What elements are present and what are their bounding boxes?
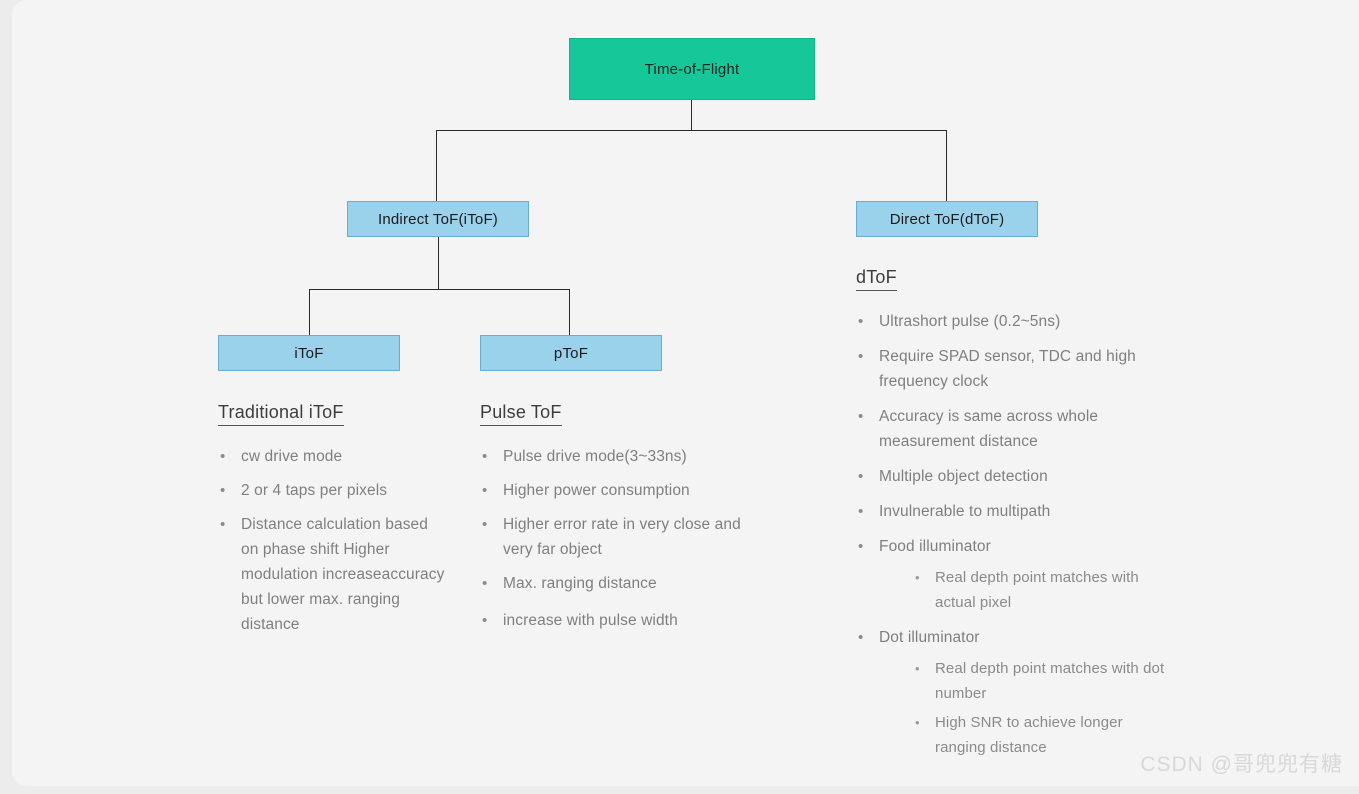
list-item-continuation: increase with pulse width	[480, 608, 755, 633]
list-item-dot-illuminator: Dot illuminator Real depth point matches…	[856, 625, 1166, 760]
edge-drop-to-itof	[309, 289, 310, 335]
edge-drop-to-direct-tof	[946, 130, 947, 201]
content-panel: Time-of-Flight Indirect ToF(iToF) Direct…	[12, 0, 1359, 786]
column-dtof: dToF Ultrashort pulse (0.2~5ns) Require …	[856, 267, 1166, 770]
list-item: Max. ranging distance	[480, 571, 755, 596]
column-title-pulse-tof: Pulse ToF	[480, 402, 562, 426]
list-item: cw drive mode	[218, 444, 448, 469]
node-time-of-flight[interactable]: Time-of-Flight	[569, 38, 815, 100]
edge-drop-to-ptof	[569, 289, 570, 335]
list-item-text: Higher error rate in very close and very…	[503, 516, 741, 558]
column-pulse-tof: Pulse ToF Pulse drive mode(3~33ns) Highe…	[480, 402, 755, 642]
edge-root-down	[691, 100, 692, 131]
list-item: Distance calculation based on phase shif…	[218, 512, 448, 637]
list-item-text: Dot illuminator	[879, 629, 980, 646]
list-item: 2 or 4 taps per pixels	[218, 478, 448, 503]
csdn-watermark: CSDN @哥兜兜有糖	[1140, 753, 1343, 776]
edge-indirect-tof-down	[438, 237, 439, 290]
list-item-text: Pulse drive mode(3~33ns)	[503, 448, 687, 465]
edge-level2-bus	[309, 289, 569, 290]
sub-bullet-list-dot-illuminator: Real depth point matches with dot number…	[879, 656, 1166, 760]
bullet-list-traditional-itof: cw drive mode 2 or 4 taps per pixels Dis…	[218, 444, 448, 637]
list-item-text: cw drive mode	[241, 448, 343, 465]
list-item: Require SPAD sensor, TDC and high freque…	[856, 344, 1166, 394]
list-item-text: Require SPAD sensor, TDC and high freque…	[879, 348, 1136, 390]
list-item-text: Accuracy is same across whole measuremen…	[879, 408, 1099, 450]
list-item: Multiple object detection	[856, 464, 1166, 489]
list-item: Invulnerable to multipath	[856, 499, 1166, 524]
list-item-text: increase with pulse width	[503, 612, 678, 629]
list-item-food-illuminator: Food illuminator Real depth point matche…	[856, 534, 1166, 615]
column-traditional-itof: Traditional iToF cw drive mode 2 or 4 ta…	[218, 402, 448, 646]
column-title-dtof: dToF	[856, 267, 897, 291]
list-item-text: Higher power consumption	[503, 482, 690, 499]
list-item-text: Multiple object detection	[879, 468, 1048, 485]
list-item-text: Distance calculation based on phase shif…	[241, 516, 445, 633]
list-item: Accuracy is same across whole measuremen…	[856, 404, 1166, 454]
list-item: Higher error rate in very close and very…	[480, 512, 755, 562]
list-item: Ultrashort pulse (0.2~5ns)	[856, 309, 1166, 334]
list-item-text: Max. ranging distance	[503, 575, 657, 592]
sub-list-item: Real depth point matches with dot number	[913, 656, 1166, 706]
list-item-text: 2 or 4 taps per pixels	[241, 482, 388, 499]
edge-level1-bus	[436, 130, 947, 131]
sub-list-item-text: Real depth point matches with dot number	[935, 660, 1165, 702]
bullet-list-dtof: Ultrashort pulse (0.2~5ns) Require SPAD …	[856, 309, 1166, 760]
sub-list-item-text: High SNR to achieve longer ranging dista…	[935, 714, 1123, 756]
sub-bullet-list-food-illuminator: Real depth point matches with actual pix…	[879, 565, 1166, 615]
list-item-text: Invulnerable to multipath	[879, 503, 1051, 520]
sub-list-item-text: Real depth point matches with actual pix…	[935, 569, 1139, 611]
list-item: Pulse drive mode(3~33ns)	[480, 444, 755, 469]
node-ptof[interactable]: pToF	[480, 335, 662, 371]
list-item-text: Food illuminator	[879, 538, 991, 555]
sub-list-item: Real depth point matches with actual pix…	[913, 565, 1166, 615]
list-item-text: Ultrashort pulse (0.2~5ns)	[879, 313, 1061, 330]
node-indirect-tof[interactable]: Indirect ToF(iToF)	[347, 201, 529, 237]
column-title-traditional-itof: Traditional iToF	[218, 402, 344, 426]
node-direct-tof[interactable]: Direct ToF(dToF)	[856, 201, 1038, 237]
list-item: Higher power consumption	[480, 478, 755, 503]
bullet-list-pulse-tof: Pulse drive mode(3~33ns) Higher power co…	[480, 444, 755, 633]
edge-drop-to-indirect-tof	[436, 130, 437, 201]
sub-list-item: High SNR to achieve longer ranging dista…	[913, 710, 1166, 760]
node-itof[interactable]: iToF	[218, 335, 400, 371]
